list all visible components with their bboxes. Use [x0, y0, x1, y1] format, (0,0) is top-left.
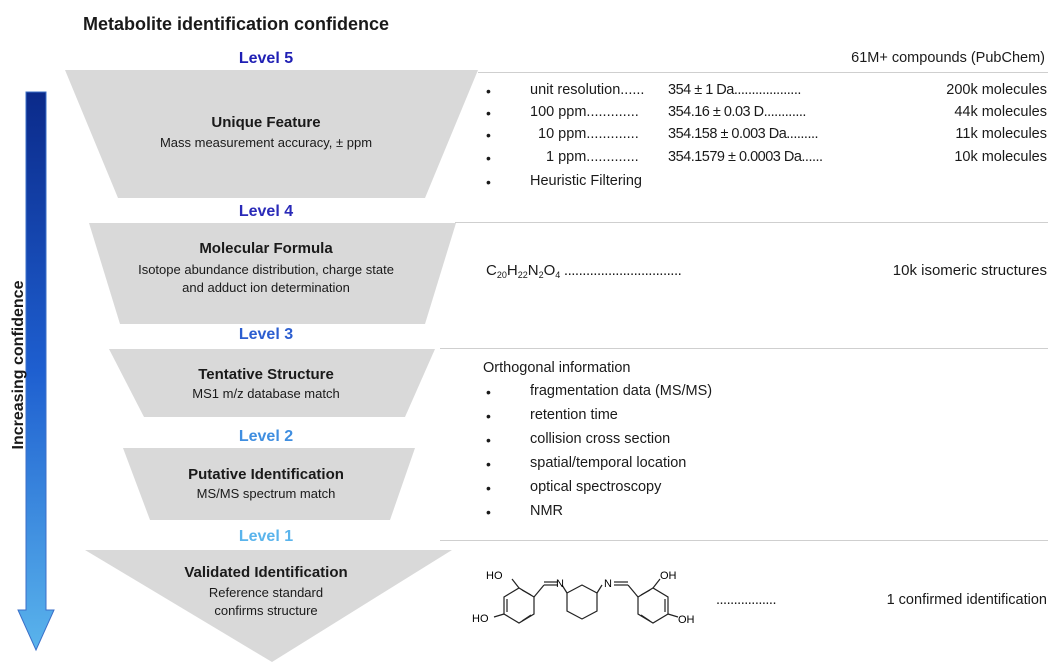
mass-row-left: 100 ppm.............: [530, 104, 639, 120]
level-2-box-title: Putative Identification: [188, 466, 344, 483]
svg-text:N: N: [604, 578, 612, 590]
list-item: collision cross section: [530, 431, 671, 447]
mass-row-mid: 354 ± 1 Da...................: [668, 82, 801, 98]
separator-line: [478, 72, 1048, 73]
confirmed-identification-label: 1 confirmed identification: [886, 592, 1047, 608]
level-4-label: Level 4: [238, 203, 294, 220]
svg-text:N: N: [556, 578, 564, 590]
level-5-box-subtitle: Mass measurement accuracy, ± ppm: [159, 135, 373, 150]
level-1-box-subtitle: Reference standard confirms structure: [208, 585, 324, 618]
diagram-title: Metabolite identification confidence: [83, 14, 390, 34]
chemical-structure-image: HO HO N N OH OH: [472, 570, 695, 626]
separator-line: [440, 540, 1048, 541]
orthogonal-info-heading: Orthogonal information: [483, 360, 631, 376]
list-bullet: •: [486, 150, 491, 166]
list-bullet: •: [486, 83, 491, 99]
pubchem-compound-count: 61M+ compounds (PubChem): [851, 50, 1045, 66]
separator-line: [455, 222, 1048, 223]
mass-row-right: 11k molecules: [955, 126, 1047, 142]
mass-row-mid: 354.16 ± 0.03 D............: [668, 104, 806, 120]
level-3-box-title: Tentative Structure: [198, 366, 334, 383]
confirmed-id-dots: .................: [716, 592, 777, 608]
mass-row-right: 200k molecules: [946, 82, 1047, 98]
list-item: retention time: [530, 407, 618, 423]
mass-row-right: 44k molecules: [954, 104, 1047, 120]
mass-row-left: 10 ppm.............: [538, 126, 639, 142]
molecular-formula: C20H22N2O4 .............................…: [486, 262, 682, 280]
isomeric-structures-count: 10k isomeric structures: [892, 262, 1047, 279]
increasing-confidence-arrow: [17, 91, 55, 652]
level-5-box-title: Unique Feature: [211, 114, 321, 131]
funnel-level2-box: [123, 448, 415, 520]
funnel-level4-box: [89, 223, 456, 324]
mass-row-left: 1 ppm.............: [546, 149, 639, 165]
list-item: NMR: [530, 503, 564, 519]
level-1-label: Level 1: [238, 528, 294, 545]
confidence-funnel: [65, 70, 478, 662]
heuristic-filtering-label: Heuristic Filtering: [530, 173, 642, 189]
level-4-box-title: Molecular Formula: [199, 240, 333, 257]
funnel-level1-box: [85, 550, 452, 662]
mass-row-mid: 354.1579 ± 0.0003 Da......: [668, 149, 823, 165]
level-2-label: Level 2: [238, 428, 294, 445]
funnel-level3-box: [109, 349, 435, 417]
level-2-box-subtitle: MS/MS spectrum match: [196, 486, 336, 501]
svg-text:OH: OH: [678, 614, 695, 626]
level-3-box-subtitle: MS1 m/z database match: [192, 386, 340, 401]
svg-text:OH: OH: [660, 570, 677, 582]
list-item: optical spectroscopy: [530, 479, 662, 495]
list-bullet: •: [486, 105, 491, 121]
increasing-confidence-label: Increasing confidence: [10, 280, 27, 450]
svg-text:HO: HO: [472, 613, 489, 625]
level-5-label: Level 5: [238, 50, 294, 67]
mass-row-mid: 354.158 ± 0.003 Da.........: [668, 126, 819, 142]
level-1-box-title: Validated Identification: [184, 564, 348, 581]
level-3-label: Level 3: [238, 326, 294, 343]
funnel-level5-box: [65, 70, 478, 198]
svg-text:HO: HO: [486, 570, 503, 582]
level-4-box-subtitle: Isotope abundance distribution, charge s…: [138, 262, 394, 295]
list-item: fragmentation data (MS/MS): [530, 383, 713, 399]
separator-line: [440, 348, 1048, 349]
list-item: spatial/temporal location: [530, 455, 687, 471]
list-bullet: •: [486, 174, 491, 190]
mass-row-left: unit resolution......: [530, 82, 645, 98]
list-bullet: •: [486, 127, 491, 143]
mass-row-right: 10k molecules: [954, 149, 1047, 165]
